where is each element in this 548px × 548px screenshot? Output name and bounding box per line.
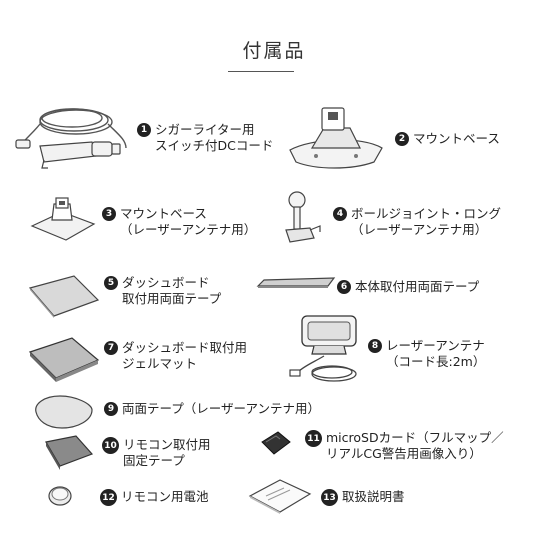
item-13-line-1: 取扱説明書 xyxy=(342,489,405,504)
item-1-label: 1 シガーライター用スイッチ付DCコード xyxy=(137,122,273,154)
item-11-number: 11 xyxy=(305,430,322,447)
item-4-line-2: （レーザーアンテナ用） xyxy=(351,222,488,237)
battery-illustration xyxy=(48,486,72,506)
item-8-label: 8 レーザーアンテナ（コード長:2m） xyxy=(368,338,485,370)
item-2-label: 2 マウントベース xyxy=(395,131,500,147)
item-9-line-1: 両面テープ（レーザーアンテナ用） xyxy=(122,401,321,416)
item-9-label: 9 両面テープ（レーザーアンテナ用） xyxy=(104,401,320,417)
item-6-number: 6 xyxy=(337,280,351,294)
item-8-line-1: レーザーアンテナ xyxy=(386,338,485,353)
item-10-label: 10 リモコン取付用固定テープ xyxy=(102,437,211,469)
page-title: 付属品 xyxy=(242,40,306,62)
gel-mat-illustration xyxy=(28,337,100,382)
dashboard-tape-illustration xyxy=(28,275,100,318)
item-12-line-1: リモコン用電池 xyxy=(121,489,209,504)
laser-antenna-illustration xyxy=(289,315,357,382)
item-6-line-1: 本体取付用両面テープ xyxy=(355,279,480,294)
microsd-card-illustration xyxy=(261,431,291,455)
ball-joint-illustration xyxy=(285,191,321,243)
item-4-number: 4 xyxy=(333,207,347,221)
item-5-number: 5 xyxy=(104,276,118,290)
body-tape-illustration xyxy=(256,277,336,288)
item-10-number: 10 xyxy=(102,437,119,454)
laser-mount-base-illustration xyxy=(30,197,96,241)
item-9-number: 9 xyxy=(104,402,118,416)
item-2-number: 2 xyxy=(395,132,409,146)
manual-illustration xyxy=(248,479,312,514)
item-10-line-1: リモコン取付用 xyxy=(123,437,211,452)
mount-base-illustration xyxy=(289,107,383,169)
item-13-label: 13 取扱説明書 xyxy=(321,489,405,506)
item-11-line-1: microSDカード（フルマップ／ xyxy=(326,430,504,445)
item-3-label: 3 マウントベース（レーザーアンテナ用） xyxy=(102,206,256,238)
item-5-label: 5 ダッシュボード取付用両面テープ xyxy=(104,275,221,307)
item-2-line-1: マウントベース xyxy=(413,131,500,146)
item-12-label: 12 リモコン用電池 xyxy=(100,489,209,506)
item-4-label: 4 ボールジョイント・ロング（レーザーアンテナ用） xyxy=(333,206,501,238)
item-13-number: 13 xyxy=(321,489,338,506)
item-8-line-2: （コード長:2m） xyxy=(386,354,486,369)
item-3-line-1: マウントベース xyxy=(120,206,207,221)
dc-cord-illustration xyxy=(15,108,127,169)
item-5-line-2: 取付用両面テープ xyxy=(122,291,222,306)
antenna-tape-illustration xyxy=(35,395,93,429)
item-7-number: 7 xyxy=(104,341,118,355)
item-10-line-2: 固定テープ xyxy=(123,453,185,468)
item-11-label: 11 microSDカード（フルマップ／リアルCG警告用画像入り） xyxy=(305,430,504,462)
item-3-number: 3 xyxy=(102,207,116,221)
item-7-label: 7 ダッシュボード取付用ジェルマット xyxy=(104,340,247,372)
title-divider xyxy=(228,71,294,72)
item-1-line-2: スイッチ付DCコード xyxy=(155,138,274,153)
item-3-line-2: （レーザーアンテナ用） xyxy=(120,222,257,237)
item-5-line-1: ダッシュボード xyxy=(122,275,210,290)
item-7-line-1: ダッシュボード取付用 xyxy=(122,340,248,355)
remote-tape-illustration xyxy=(45,435,94,470)
item-4-line-1: ボールジョイント・ロング xyxy=(351,206,502,221)
item-11-line-2: リアルCG警告用画像入り） xyxy=(326,446,482,461)
item-12-number: 12 xyxy=(100,489,117,506)
item-7-line-2: ジェルマット xyxy=(122,356,198,371)
item-6-label: 6 本体取付用両面テープ xyxy=(337,279,479,295)
item-1-number: 1 xyxy=(137,123,151,137)
item-1-line-1: シガーライター用 xyxy=(155,122,255,137)
item-8-number: 8 xyxy=(368,339,382,353)
